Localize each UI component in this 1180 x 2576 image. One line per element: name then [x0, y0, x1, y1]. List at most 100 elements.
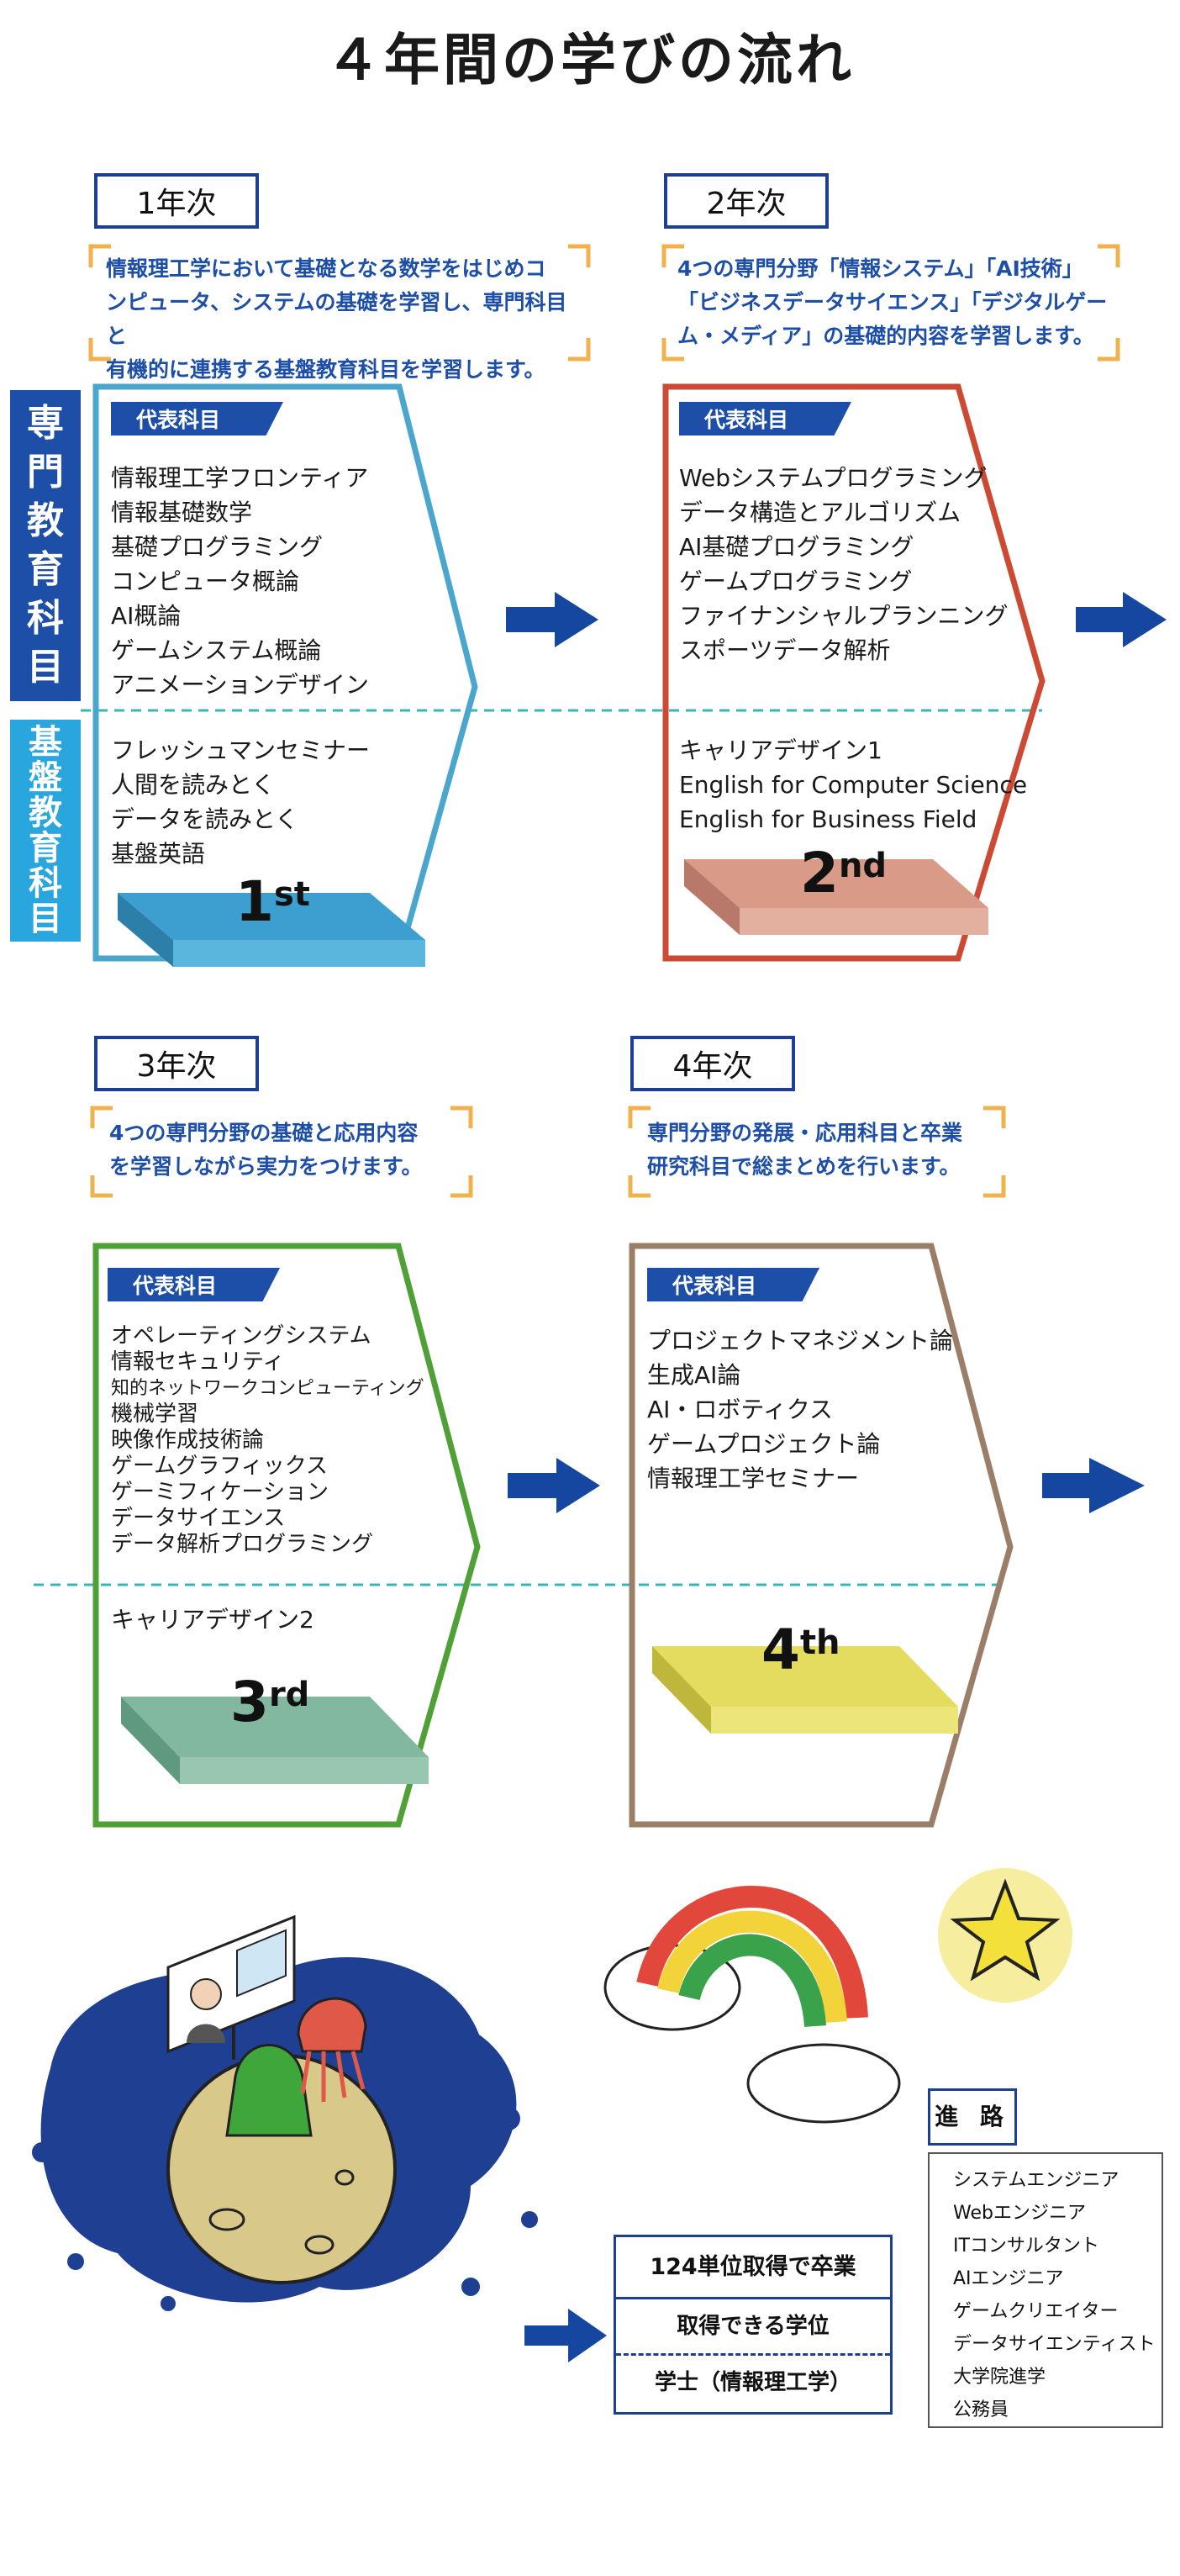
subject-item: キャリアデザイン2 [111, 1606, 314, 1634]
side-label-char: 基 [29, 723, 62, 762]
career-item: 公務員 [953, 2399, 1009, 2420]
side-label-char: 専 [27, 402, 64, 445]
subject-item: ゲーミフィケーション [111, 1480, 329, 1505]
subject-item: AI・ロボティクス [647, 1396, 833, 1423]
subject-item: 基礎プログラミング [111, 533, 324, 561]
career-item: ゲームクリエイター [953, 2301, 1119, 2322]
representative-subjects-tag: 代表科目 [108, 1268, 280, 1301]
arrow-icon [524, 2309, 607, 2362]
description-line: を学習しながら実力をつけます。 [109, 1154, 423, 1179]
side-label-char: 育 [29, 829, 62, 868]
subject-item: キャリアデザイン1 [679, 736, 882, 764]
platform-year1 [118, 893, 425, 967]
chevron-year2 [662, 383, 1046, 962]
year-description: 専門分野の発展・応用科目と卒業 研究科目で総まとめを行います。 [647, 1116, 1009, 1184]
career-item: AIエンジニア [953, 2268, 1064, 2289]
badge-suffix: st [273, 875, 310, 914]
subject-item: ゲームグラフィックス [111, 1454, 328, 1479]
side-label-char: 盤 [29, 758, 62, 797]
subject-item: フレッシュマンセミナー [111, 736, 371, 764]
side-label-char: 門 [27, 451, 64, 494]
badge-number: 4 [761, 1618, 800, 1682]
specialized-subject-list: 情報理工学フロンティア 情報基礎数学 基礎プログラミング コンピュータ概論 AI… [111, 461, 369, 702]
subject-item: アニメーションデザイン [111, 671, 369, 699]
career-list: システムエンジニア Webエンジニア ITコンサルタント AIエンジニア ゲーム… [953, 2164, 1162, 2426]
career-item: データサイエンティスト [953, 2334, 1156, 2355]
year-label: 3年次 [94, 1036, 259, 1091]
description-line: 有機的に連携する基盤教育科目を学習します。 [106, 357, 545, 382]
subject-item: English for Business Field [679, 805, 977, 833]
subject-item: 情報理工学セミナー [647, 1465, 860, 1492]
bracket-year1 [88, 244, 591, 362]
foundation-subject-list: フレッシュマンセミナー 人間を読みとく データを読みとく 基盤英語 [111, 733, 370, 871]
subject-item: 知的ネットワークコンピューティング [111, 1378, 424, 1399]
specialized-subject-list: Webシステムプログラミング データ構造とアルゴリズム AI基礎プログラミング … [679, 461, 1008, 668]
career-item: Webエンジニア [953, 2203, 1086, 2224]
subject-item: 映像作成技術論 [111, 1428, 265, 1453]
subject-item: 人間を読みとく [111, 771, 276, 799]
year-badge: 3rd [230, 1670, 309, 1734]
career-item: システムエンジニア [953, 2170, 1119, 2191]
year-description: 情報理工学において基礎となる数学をはじめコ ンピュータ、システムの基礎を学習し、… [106, 252, 585, 387]
page-title: ４年間の学びの流れ [325, 28, 855, 92]
side-label-char: 科 [27, 597, 64, 640]
side-label-char: 科 [29, 864, 62, 903]
subject-item: English for Computer Science [679, 771, 1028, 799]
platform-year2 [684, 859, 988, 935]
representative-subjects-tag: 代表科目 [111, 402, 283, 435]
year-badge: 4th [761, 1618, 840, 1682]
subject-item: データサイエンス [111, 1506, 286, 1531]
description-line: ム・メディア」の基礎的内容を学習します。 [677, 324, 1094, 348]
representative-subjects-tag: 代表科目 [679, 402, 851, 435]
career-box: システムエンジニア Webエンジニア ITコンサルタント AIエンジニア ゲーム… [928, 2152, 1163, 2428]
description-line: 「ビジネスデータサイエンス」「デジタルゲー [677, 290, 1108, 314]
foundation-subject-list: キャリアデザイン2 [111, 1602, 314, 1637]
description-line: 専門分野の発展・応用科目と卒業 [647, 1121, 963, 1145]
description-line: 研究科目で総まとめを行います。 [647, 1154, 961, 1179]
description-line: 4つの専門分野「情報システム」「AI技術」 [677, 256, 1083, 281]
year-badge: 1st [235, 869, 310, 934]
subject-item: プロジェクトマネジメント論 [647, 1327, 954, 1354]
description-line: ンピュータ、システムの基礎を学習し、専門科目と [106, 290, 567, 348]
subject-item: ファイナンシャルプランニング [679, 602, 1009, 630]
subject-item: ゲームシステム概論 [111, 636, 322, 664]
badge-number: 2 [800, 841, 839, 905]
graduation-requirement-box: 124単位取得で卒業 [614, 2235, 893, 2300]
side-label-char: 教 [29, 794, 62, 832]
chevron-year4 [629, 1243, 1014, 1828]
subject-item: 生成AI論 [647, 1361, 741, 1389]
subject-item: データを読みとく [111, 805, 299, 833]
side-label-foundation: 基 盤 教 育 科 目 [10, 720, 81, 942]
year-badge: 2nd [800, 841, 887, 905]
side-label-char: 目 [29, 900, 62, 938]
platform-year3 [121, 1697, 429, 1784]
career-heading: 進 路 [928, 2088, 1017, 2146]
planet-illustration [32, 1914, 538, 2311]
subject-item: スポーツデータ解析 [679, 636, 891, 664]
arrow-icon [1042, 1458, 1145, 1513]
chevron-year1 [92, 383, 478, 962]
subject-item: AI基礎プログラミング [679, 533, 914, 561]
subject-item: 情報基礎数学 [111, 499, 253, 526]
arrow-icon [1076, 592, 1167, 647]
side-label-char: 目 [27, 646, 64, 689]
side-label-char: 教 [27, 499, 64, 542]
description-line: 情報理工学において基礎となる数学をはじめコ [106, 256, 546, 281]
bracket-year3 [90, 1106, 473, 1198]
subject-item: 情報理工学フロンティア [111, 464, 369, 492]
badge-suffix: nd [838, 847, 888, 885]
year-description: 4つの専門分野「情報システム」「AI技術」 「ビジネスデータサイエンス」「デジタ… [677, 252, 1114, 353]
specialized-subject-list: プロジェクトマネジメント論 生成AI論 AI・ロボティクス ゲームプロジェクト論… [647, 1323, 953, 1496]
description-line: 4つの専門分野の基礎と応用内容 [109, 1121, 419, 1145]
subject-item: AI概論 [111, 602, 182, 630]
subject-item: データ解析プログラミング [111, 1532, 374, 1557]
year-label: 4年次 [630, 1036, 795, 1091]
side-label-char: 育 [27, 548, 64, 591]
bracket-year4 [628, 1106, 1006, 1198]
subject-item: コンピュータ概論 [111, 567, 300, 595]
star-icon [938, 1868, 1072, 2003]
arrow-icon [508, 1458, 600, 1513]
specialized-subject-list: オペレーティングシステム 情報セキュリティ 知的ネットワークコンピューティング … [111, 1323, 424, 1558]
badge-number: 3 [230, 1670, 269, 1734]
